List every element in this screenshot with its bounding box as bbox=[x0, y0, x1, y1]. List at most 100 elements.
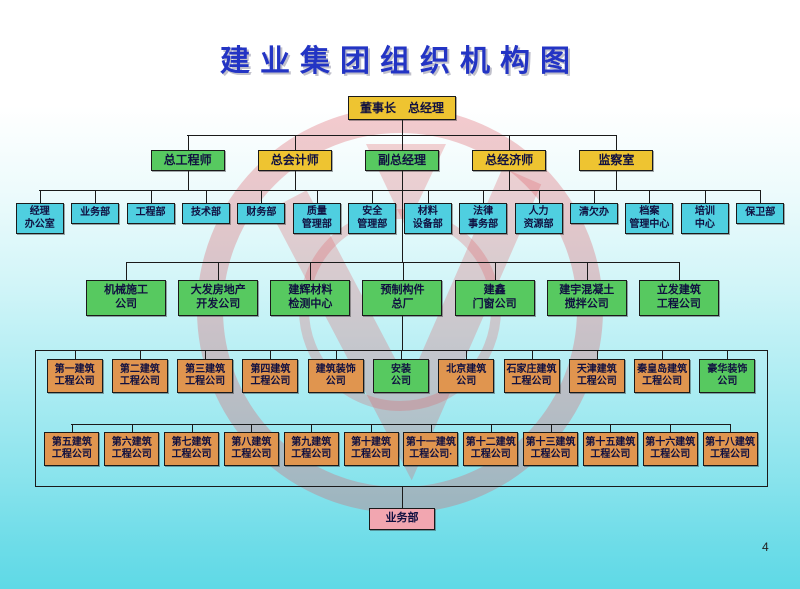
org-node-company: 大发房地产 开发公司 bbox=[178, 280, 259, 316]
connector-drop bbox=[494, 262, 496, 280]
org-node-company: 第八建筑 工程公司 bbox=[223, 432, 279, 466]
org-node-company: 第十一建筑 工程公司· bbox=[403, 432, 459, 466]
connector-drop bbox=[371, 424, 373, 432]
org-node-deputy-gm: 副总经理 bbox=[364, 150, 439, 171]
connector-drop bbox=[335, 350, 337, 359]
connector-line bbox=[402, 316, 403, 350]
connector-drops bbox=[134, 135, 670, 150]
org-node-department: 工程部 bbox=[126, 203, 175, 224]
page-title: 建业集团组织机构图 bbox=[220, 45, 580, 78]
connector-drop bbox=[402, 262, 404, 280]
connector-drop bbox=[509, 135, 511, 150]
org-node-company: 天津建筑 工程公司 bbox=[568, 359, 625, 393]
org-node-company: 第十二建筑 工程公司 bbox=[463, 432, 519, 466]
org-node-company: 北京建筑 公司 bbox=[438, 359, 495, 393]
org-node-company: 第二建筑 工程公司 bbox=[111, 359, 168, 393]
org-node-company: 机械施工 公司 bbox=[86, 280, 167, 316]
connector-line bbox=[402, 171, 403, 262]
org-node-department: 清欠办 bbox=[569, 203, 618, 224]
connector-drop bbox=[191, 424, 193, 432]
connector-drop bbox=[139, 350, 141, 359]
connector-drop bbox=[316, 190, 318, 203]
connector-drop bbox=[251, 424, 253, 432]
connector-line bbox=[402, 120, 403, 135]
org-node-company: 第七建筑 工程公司 bbox=[164, 432, 220, 466]
connector-drop bbox=[466, 350, 468, 359]
connector-drop bbox=[126, 262, 128, 280]
org-node-department: 安全 管理部 bbox=[348, 203, 397, 234]
connector-drop bbox=[261, 190, 263, 203]
org-node-company: 第十三建筑 工程公司 bbox=[523, 432, 579, 466]
org-node-department: 技术部 bbox=[181, 203, 230, 224]
org-node-company: 秦皇岛建筑 工程公司 bbox=[634, 359, 691, 393]
org-node-department: 经理 办公室 bbox=[15, 203, 64, 234]
connector-drop bbox=[427, 190, 429, 203]
connector-drop bbox=[150, 190, 152, 203]
connector-drop bbox=[596, 350, 598, 359]
connector-drop bbox=[294, 135, 296, 150]
connector-drop bbox=[131, 424, 133, 432]
org-node-company: 第十五建筑 工程公司 bbox=[582, 432, 638, 466]
level3-row: 经理 办公室 业务部 工程部 技术部 财务部 质量 管理部 安全 管理部 材料 … bbox=[12, 203, 788, 234]
connector-drop bbox=[205, 350, 207, 359]
org-node-department: 材料 设备部 bbox=[403, 203, 452, 234]
connector-drop bbox=[95, 190, 97, 203]
connector-drop bbox=[727, 350, 729, 359]
connector-drop bbox=[310, 262, 312, 280]
org-node-company: 立发建筑 工程公司 bbox=[638, 280, 719, 316]
connector-drop bbox=[616, 135, 618, 150]
connector-drop bbox=[402, 135, 403, 150]
org-node-chief-economist: 总经济师 bbox=[472, 150, 547, 171]
org-node-company: 第一建筑 工程公司 bbox=[46, 359, 103, 393]
connector-drop bbox=[531, 350, 533, 359]
org-node-company: 建宇混凝土 搅拌公司 bbox=[546, 280, 627, 316]
org-node-company: 第五建筑 工程公司 bbox=[44, 432, 100, 466]
connector-drop bbox=[649, 190, 651, 203]
connector-drop bbox=[678, 262, 680, 280]
connector-line bbox=[39, 190, 761, 191]
connector-drop bbox=[483, 190, 485, 203]
org-node-business-department: 业务部 bbox=[369, 508, 435, 530]
org-node-chief-engineer: 总工程师 bbox=[150, 150, 225, 171]
connector-drop bbox=[509, 171, 511, 190]
connector-drop bbox=[311, 424, 313, 432]
connector-drops bbox=[12, 190, 788, 203]
connector-drop bbox=[270, 350, 272, 359]
level6-row: 第五建筑 工程公司 第六建筑 工程公司 第七建筑 工程公司 第八建筑 工程公司 … bbox=[42, 432, 760, 466]
level4-row: 机械施工 公司 大发房地产 开发公司 建辉材料 检测中心 预制构件 总厂 建鑫 … bbox=[80, 280, 725, 316]
org-node-chairman-general-manager: 董事长 总经理 bbox=[348, 96, 456, 120]
org-node-department: 质量 管理部 bbox=[292, 203, 341, 234]
connector-line bbox=[71, 424, 731, 425]
org-node-department: 业务部 bbox=[71, 203, 120, 224]
connector-drop bbox=[704, 190, 706, 203]
connector-drops bbox=[80, 262, 725, 280]
connector-drop bbox=[71, 424, 73, 432]
org-node-company: 第十建筑 工程公司 bbox=[343, 432, 399, 466]
connector-drops bbox=[42, 424, 760, 432]
connector-drop bbox=[187, 171, 189, 190]
level5-row: 第一建筑 工程公司 第二建筑 工程公司 第三建筑 工程公司 第四建筑 工程公司 … bbox=[42, 359, 760, 393]
org-node-department: 档案 管理中心 bbox=[625, 203, 674, 234]
org-node-company: 石家庄建筑 工程公司 bbox=[503, 359, 560, 393]
connector-drop bbox=[730, 424, 732, 432]
connector-line bbox=[402, 487, 403, 508]
org-node-company: 第九建筑 工程公司 bbox=[283, 432, 339, 466]
connector-drop bbox=[610, 424, 612, 432]
level2-row: 总工程师 总会计师 副总经理 总经济师 监察室 bbox=[134, 150, 670, 171]
connector-drop bbox=[206, 190, 207, 203]
connector-drop bbox=[594, 190, 595, 203]
connector-drop bbox=[187, 135, 189, 150]
org-node-department: 人力 资源部 bbox=[514, 203, 563, 234]
connector-drop bbox=[586, 262, 588, 280]
org-node-company: 豪华装饰 公司 bbox=[699, 359, 756, 393]
connector-drop bbox=[372, 190, 374, 203]
org-node-company: 第六建筑 工程公司 bbox=[104, 432, 160, 466]
connector-drop bbox=[294, 171, 296, 190]
connector-drop bbox=[430, 424, 432, 432]
org-node-supervision-office: 监察室 bbox=[579, 150, 654, 171]
org-node-chief-accountant: 总会计师 bbox=[257, 150, 332, 171]
connector-drop bbox=[401, 350, 402, 359]
org-node-department: 培训 中心 bbox=[680, 203, 729, 234]
connector-drop bbox=[662, 350, 664, 359]
